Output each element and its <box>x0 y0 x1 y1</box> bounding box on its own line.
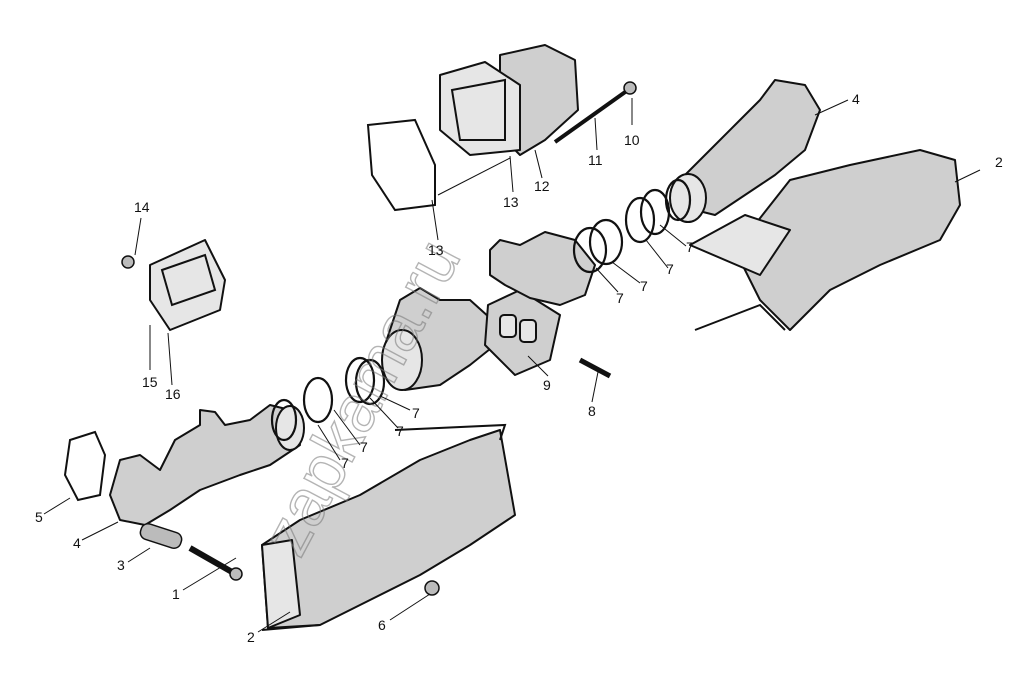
callout-4-right: 4 <box>852 91 860 107</box>
callout-2-lower: 2 <box>247 629 255 645</box>
bolt-6 <box>424 580 440 596</box>
callout-3: 3 <box>117 557 125 573</box>
manifold-section-right <box>669 79 821 223</box>
gasket-5 <box>63 430 107 502</box>
elbow-housing <box>439 44 579 156</box>
sealing-rings <box>270 178 692 442</box>
sleeve-3 <box>139 522 183 550</box>
callout-7-e: 7 <box>616 290 624 306</box>
callout-12: 12 <box>534 178 550 194</box>
callout-5: 5 <box>35 509 43 525</box>
callout-4-left: 4 <box>73 535 81 551</box>
callout-7-b: 7 <box>360 439 368 455</box>
callout-9: 9 <box>543 377 551 393</box>
nut-10 <box>623 81 637 95</box>
callout-6: 6 <box>378 617 386 633</box>
callout-labels: 1 2 2 3 4 4 5 6 7 7 7 7 7 7 7 7 8 9 10 1… <box>35 91 1003 645</box>
callout-10: 10 <box>624 132 640 148</box>
heat-shield-lower <box>261 423 516 631</box>
manifold-section-left <box>109 404 305 526</box>
bolt-1 <box>188 545 243 581</box>
callout-8: 8 <box>588 403 596 419</box>
stud-8 <box>578 357 612 379</box>
callout-16: 16 <box>165 386 181 402</box>
gasket-13 <box>366 118 436 212</box>
leader-lines <box>43 98 981 633</box>
callout-7-g: 7 <box>666 261 674 277</box>
callout-1: 1 <box>172 586 180 602</box>
callout-13-b: 13 <box>428 242 444 258</box>
callout-15: 15 <box>142 374 158 390</box>
callout-7-d: 7 <box>412 405 420 421</box>
callout-7-a: 7 <box>341 455 349 471</box>
heat-shield-upper <box>689 149 961 331</box>
callout-11: 11 <box>588 152 603 168</box>
callout-7-f: 7 <box>640 278 648 294</box>
bolt-14 <box>121 255 135 269</box>
callout-7-c: 7 <box>396 423 404 439</box>
manifold-section-upper-middle <box>489 231 596 306</box>
callout-2-upper: 2 <box>995 154 1003 170</box>
manifold-section-center <box>381 287 496 391</box>
callout-14: 14 <box>134 199 150 215</box>
callout-13-a: 13 <box>503 194 519 210</box>
stud-11 <box>553 88 630 144</box>
callout-7-h: 7 <box>686 239 694 255</box>
cover-plate <box>149 239 226 331</box>
